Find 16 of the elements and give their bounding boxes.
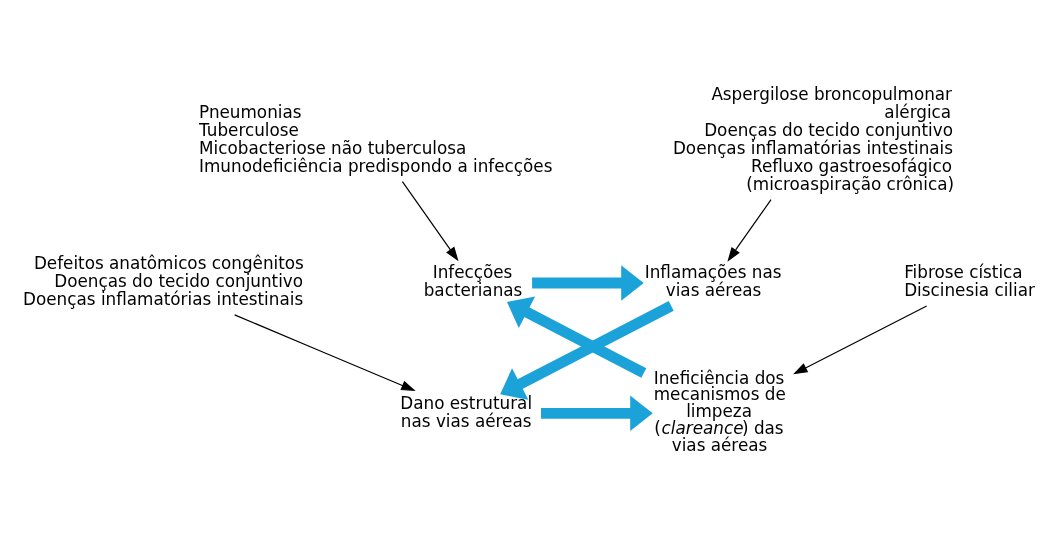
node-text: Ineficiência dos mecanismos de limpeza (clareance) das vias aéreas xyxy=(653,367,786,455)
node-text: Infecções bacterianas xyxy=(423,262,523,301)
arrow xyxy=(234,314,416,392)
arrow xyxy=(727,199,772,262)
arrow xyxy=(532,265,644,301)
node-text: Fibrose cística Discinesia ciliar xyxy=(904,262,1035,301)
node-text: Defeitos anatômicos congênitos Doenças do tecido conjuntivo Doenças inflamatórias intestinais xyxy=(23,253,304,310)
arrow xyxy=(541,395,653,432)
arrow xyxy=(500,301,674,400)
arrow xyxy=(793,305,928,375)
node-text: Aspergilose broncopulmonar alérgica Doenças do tecido conjuntivo Doenças inflamatórias intestinais Refluxo gastroesofágico (microaspiração crônica) xyxy=(672,84,955,195)
arrow xyxy=(506,296,647,378)
node-text: Inflamações nas vias aéreas xyxy=(644,262,782,301)
node-text: Dano estrutural nas vias aéreas xyxy=(400,392,533,431)
node-text: Pneumonias Tuberculose Micobacteriose não tuberculosa Imunodeficiência predispondo a infecções xyxy=(199,102,553,177)
arrow xyxy=(401,181,459,262)
